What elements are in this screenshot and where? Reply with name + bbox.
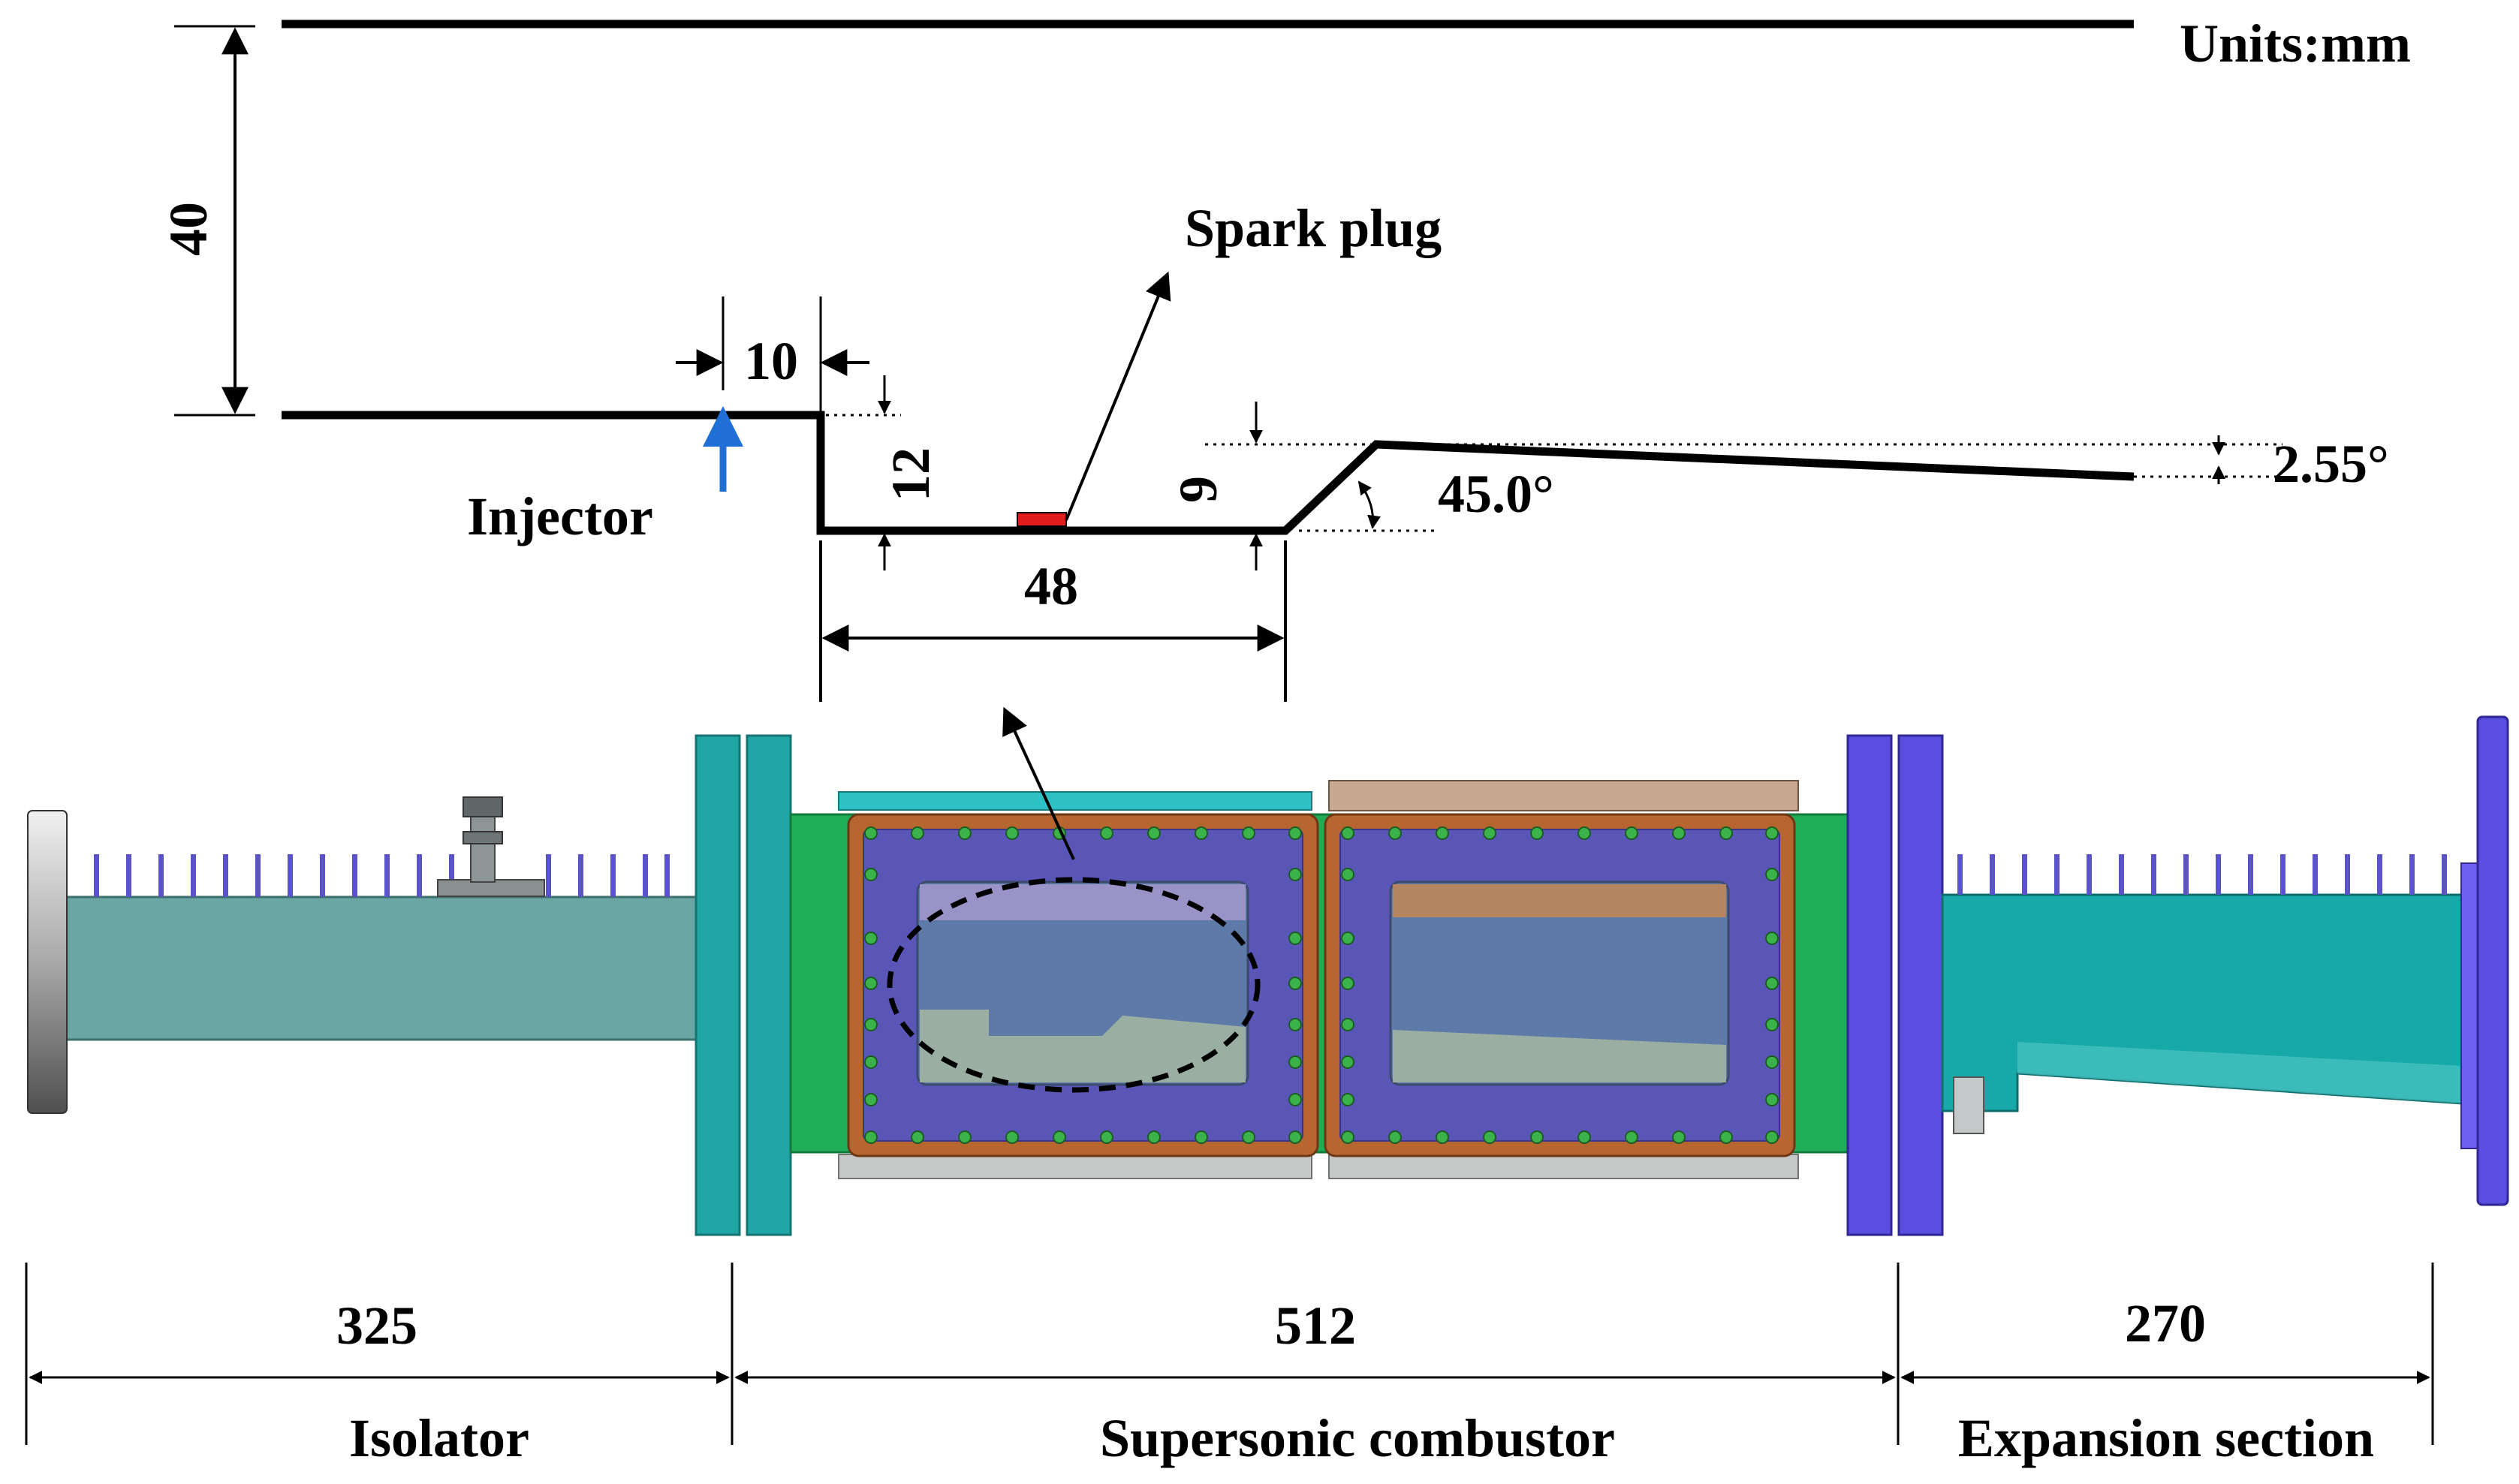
combustor-length-label: 512: [1275, 1296, 1356, 1356]
aft-height-label: 9: [1168, 476, 1228, 503]
divergence-angle-label: 2.55°: [2273, 434, 2389, 494]
window2-glass-top-band: [1393, 884, 1726, 917]
isolator-body: [27, 796, 704, 1114]
expansion-inlet-flange: [1897, 734, 1944, 1236]
window2-top-plate: [1328, 780, 1799, 811]
combustor-inlet-flange: [746, 734, 792, 1236]
spark-plug-leader: [1065, 271, 1171, 521]
spark-plug-marker: [1017, 512, 1067, 527]
window1-bolts: [864, 826, 1302, 1144]
injector-dim-label: 10: [744, 331, 798, 391]
ramp-angle-arc: [1357, 480, 1381, 529]
isolator-probe: [437, 796, 545, 897]
optical-window-2: [1324, 813, 1796, 1157]
expansion-fitting: [1953, 1076, 1984, 1134]
isolator-name-label: Isolator: [349, 1408, 529, 1468]
injector-label: Injector: [467, 486, 653, 546]
expansion-length-label: 270: [2125, 1293, 2206, 1353]
window1-top-plate: [838, 791, 1312, 811]
ramp-angle-label: 45.0°: [1438, 464, 1554, 524]
window2-bottom-plate: [1328, 1154, 1799, 1179]
combustor-name-label: Supersonic combustor: [1100, 1408, 1615, 1468]
isolator-length-label: 325: [336, 1296, 417, 1356]
cavity-depth-label: 12: [881, 447, 941, 501]
cavity-highlight-leader: [1002, 706, 1075, 860]
schematic: 40 Units:mm 10 12 Spark plug Injector 9 …: [158, 14, 2411, 702]
combustor-assembly-render: [27, 706, 2509, 1236]
isolator-inlet-flange: [27, 810, 68, 1114]
cavity-highlight-ellipse: [887, 877, 1261, 1093]
expansion-name-label: Expansion section: [1958, 1408, 2374, 1468]
window1-cavity-section: [920, 1010, 1246, 1082]
window1-bottom-plate: [838, 1154, 1312, 1179]
expansion-divergent-face: [2017, 1042, 2463, 1103]
isolator-exit-flange: [695, 734, 741, 1236]
section-dimensions: 325 512 270 Isolator Supersonic combusto…: [25, 1263, 2434, 1468]
combustor-exit-flange: [1846, 734, 1893, 1236]
window2-bolts: [1341, 826, 1779, 1144]
isolator-duct: [47, 896, 704, 1041]
optical-window-1: [847, 813, 1319, 1157]
spark-plug-label: Spark plug: [1185, 198, 1442, 258]
expansion-body: [1941, 715, 2509, 1206]
expansion-pressure-taps: [1957, 854, 2447, 895]
units-label: Units:mm: [2180, 14, 2411, 74]
height-dim-label: 40: [158, 202, 218, 256]
window2-ramp-section: [1393, 1030, 1726, 1082]
isolator-pressure-taps: [94, 854, 670, 897]
cavity-length-label: 48: [1024, 556, 1078, 616]
expansion-exit-flange: [2476, 715, 2509, 1206]
window1-glass-top-band: [920, 884, 1246, 920]
